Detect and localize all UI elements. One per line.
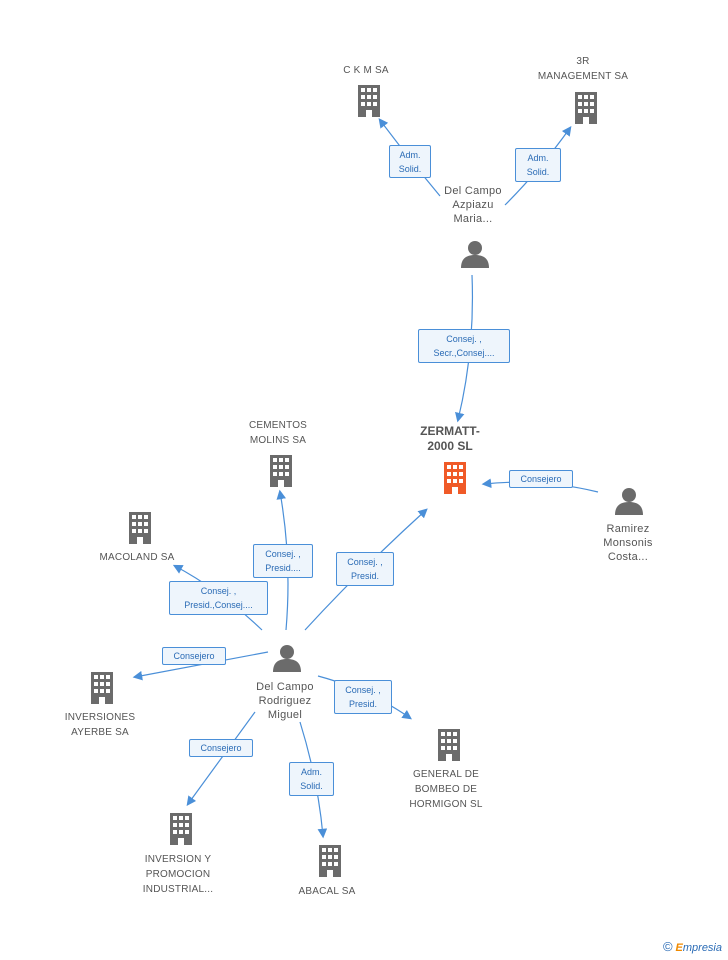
mgmt3r-building-icon[interactable] <box>575 92 597 124</box>
abacal-label[interactable]: ABACAL SA <box>298 886 356 897</box>
macoland-building-icon[interactable] <box>129 512 151 544</box>
rodriguez-person-icon[interactable] <box>273 645 301 672</box>
copyright-icon: © <box>662 939 673 954</box>
zermatt-building-icon[interactable] <box>444 462 466 494</box>
ckm-label[interactable]: C K M SA <box>343 65 389 76</box>
edge-label-bombeo[interactable]: Consej. ,Presid. <box>334 680 392 714</box>
zermatt-label[interactable]: ZERMATT-2000 SL <box>420 424 480 453</box>
edge-label-ramirez-zermatt[interactable]: Consejero <box>509 470 573 488</box>
edge-line-promo <box>186 711 256 806</box>
edge-label-azp-zermatt[interactable]: Consej. ,Secr.,Consej.... <box>418 329 510 363</box>
edge-label-ckm[interactable]: Adm.Solid. <box>389 145 431 178</box>
edge-label-macoland[interactable]: Consej. ,Presid.,Consej.... <box>169 581 268 615</box>
edge-label-cementos[interactable]: Consej. ,Presid.... <box>253 544 313 578</box>
empresia-logo[interactable]: ©Empresia <box>662 939 722 954</box>
azpiazu-person-icon[interactable] <box>461 241 489 268</box>
edge-label-promo[interactable]: Consejero <box>189 739 253 757</box>
promocion-building-icon[interactable] <box>170 813 192 845</box>
edge-label-abacal[interactable]: Adm.Solid. <box>289 762 334 796</box>
edge-label-3r[interactable]: Adm.Solid. <box>515 148 561 182</box>
edge-label-ayerbe[interactable]: Consejero <box>162 647 226 665</box>
bombeo-building-icon[interactable] <box>438 729 460 761</box>
edge-label-rod-zermatt[interactable]: Consej. ,Presid. <box>336 552 394 586</box>
ayerbe-building-icon[interactable] <box>91 672 113 704</box>
macoland-label[interactable]: MACOLAND SA <box>99 552 175 563</box>
abacal-building-icon[interactable] <box>319 845 341 877</box>
cementos-building-icon[interactable] <box>270 455 292 487</box>
ramirez-person-icon[interactable] <box>615 488 643 515</box>
ckm-building-icon[interactable] <box>358 85 380 117</box>
